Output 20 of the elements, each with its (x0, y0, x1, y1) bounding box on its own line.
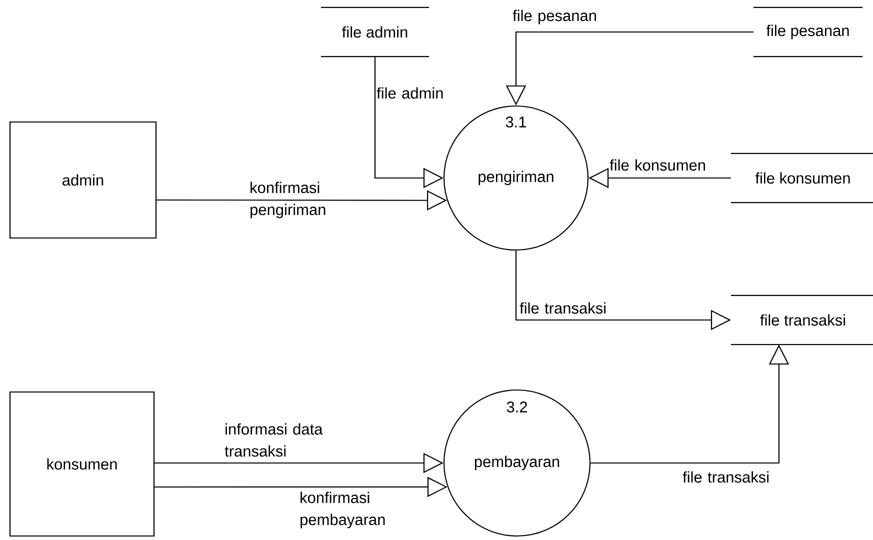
edge-label: file pesanan (512, 10, 596, 24)
data-store: file admin (320, 6, 430, 58)
data-store: file pesanan (753, 6, 863, 58)
data-store: file konsumen (730, 152, 873, 204)
edge-label: file konsumen (610, 159, 705, 171)
entity-box: konsumen (9, 391, 155, 537)
edge-label: konfirmasi pembayaran (300, 492, 385, 528)
process-number: 3.2 (506, 402, 527, 412)
edge-label: file admin (376, 87, 443, 99)
edge-label: file transaksi (682, 471, 768, 483)
edge-label: file transaksi (520, 302, 606, 314)
process-number: 3.1 (506, 116, 526, 128)
process-circle (443, 389, 591, 537)
process-name: pengiriman (478, 170, 554, 186)
entity-box: admin (9, 121, 157, 239)
data-store: file transaksi (730, 294, 873, 346)
edge-label: informasi data transaksi (224, 423, 323, 457)
process-name: pembayaran (474, 456, 560, 470)
process-circle (443, 105, 589, 251)
edge-label: konfirmasi pengiriman (250, 182, 326, 218)
